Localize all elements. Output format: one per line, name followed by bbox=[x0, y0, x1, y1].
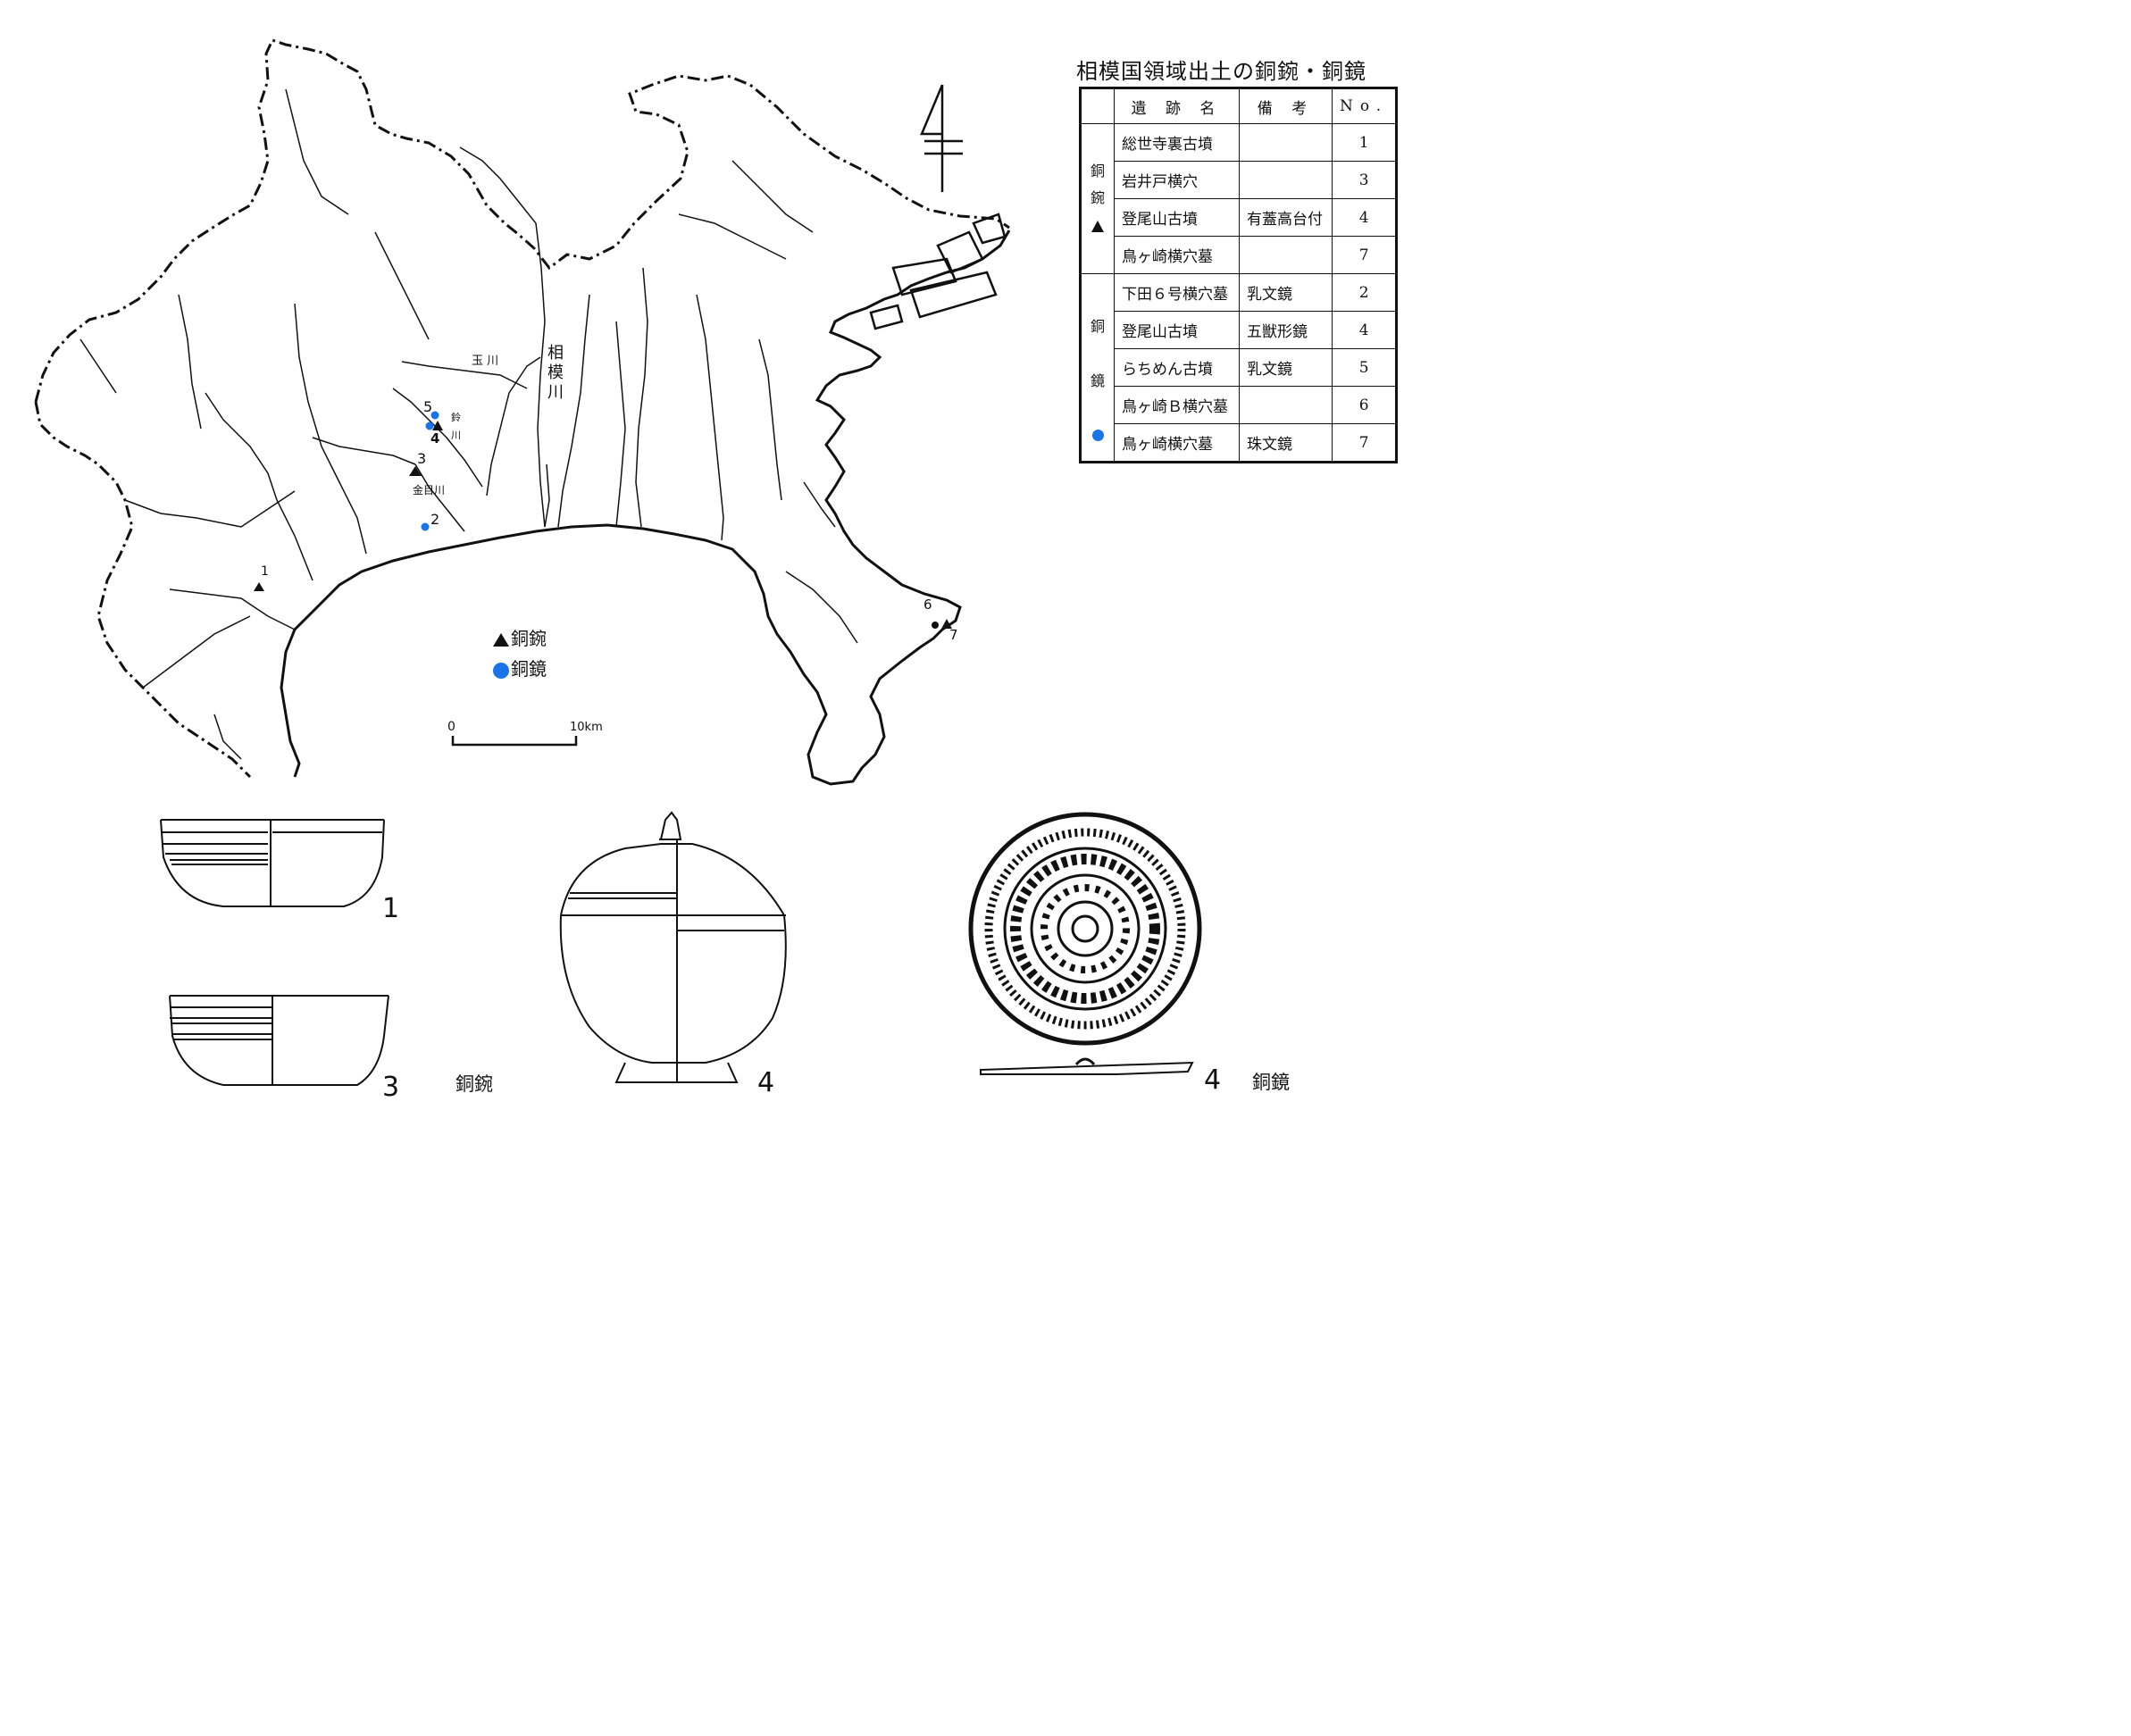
table-row: 鳥ヶ崎横穴墓 7 bbox=[1081, 236, 1398, 274]
table-row: らちめん古墳 乳文鏡 5 bbox=[1081, 348, 1398, 387]
dot-icon bbox=[493, 662, 509, 679]
site-name: 下田６号横穴墓 bbox=[1114, 273, 1240, 312]
site-no: 4 bbox=[1331, 311, 1398, 349]
table-row: 鳥ヶ崎横穴墓 珠文鏡 7 bbox=[1081, 423, 1398, 463]
site-note: 珠文鏡 bbox=[1239, 423, 1333, 463]
site-name: 鳥ヶ崎Ｂ横穴墓 bbox=[1114, 386, 1240, 424]
map-title: 相模国領域出土の銅鋺・銅鏡 bbox=[1076, 59, 1366, 84]
river-label-kaneme: 金目川 bbox=[413, 484, 446, 497]
site-markers bbox=[254, 411, 952, 629]
river-label-sagami: 相模川 bbox=[547, 344, 564, 402]
site-note: 乳文鏡 bbox=[1239, 273, 1333, 312]
site-no: 7 bbox=[1331, 236, 1398, 274]
site-note bbox=[1239, 386, 1333, 424]
site-name: 岩井戸横穴 bbox=[1114, 161, 1240, 199]
marker-bowl-4 bbox=[432, 421, 443, 430]
table-row: 登尾山古墳 有蓋高台付 4 bbox=[1081, 198, 1398, 237]
artifact-mirror-4 bbox=[968, 812, 1202, 1075]
site-note: 五獣形鏡 bbox=[1239, 311, 1333, 349]
site-name: 登尾山古墳 bbox=[1114, 311, 1240, 349]
table-row: 登尾山古墳 五獣形鏡 4 bbox=[1081, 311, 1398, 349]
table-row: 銅 鏡 下田６号横穴墓 乳文鏡 2 bbox=[1080, 273, 1398, 463]
artifact-bowl-3 bbox=[169, 995, 389, 1086]
scale-zero: 0 bbox=[447, 720, 455, 734]
site-no: 6 bbox=[1331, 386, 1398, 424]
header-note: 備 考 bbox=[1239, 88, 1333, 124]
site-no: 4 bbox=[1331, 198, 1398, 237]
site-no: 3 bbox=[1331, 161, 1398, 199]
triangle-icon bbox=[493, 633, 509, 647]
site-name: 鳥ヶ崎横穴墓 bbox=[1114, 236, 1240, 274]
caption-mirror: 銅鏡 bbox=[1252, 1072, 1290, 1093]
map-legend: 銅鋺 銅鏡 bbox=[493, 623, 547, 684]
site-name: 鳥ヶ崎横穴墓 bbox=[1114, 423, 1240, 463]
artifact-lidded-bowl-4 bbox=[559, 811, 787, 1083]
site-note: 乳文鏡 bbox=[1239, 348, 1333, 387]
river-label-suzu: 鈴 川 bbox=[451, 412, 461, 441]
province-boundary bbox=[34, 38, 1010, 403]
legend-bowl: 銅鋺 bbox=[493, 623, 547, 654]
river-network bbox=[79, 88, 858, 760]
table-header-row: 遺 跡 名 備 考 No. bbox=[1080, 88, 1398, 124]
site-note bbox=[1239, 123, 1333, 162]
map-label-3: 3 bbox=[417, 450, 427, 467]
header-blank bbox=[1080, 88, 1115, 124]
artifact-bowl-1 bbox=[160, 819, 385, 907]
site-no: 2 bbox=[1331, 273, 1398, 312]
map-label-2: 2 bbox=[430, 511, 440, 528]
site-note bbox=[1239, 161, 1333, 199]
marker-mirror-6 bbox=[932, 622, 939, 629]
site-no: 7 bbox=[1331, 423, 1398, 463]
sagami-map bbox=[34, 38, 1202, 1086]
marker-bowl-1 bbox=[254, 582, 264, 591]
marker-mirror-5 bbox=[430, 411, 439, 420]
site-table: 遺 跡 名 備 考 No. 銅 鋺 総世寺裏古墳 1 岩井戸横穴 3 登尾山古墳… bbox=[1079, 87, 1399, 463]
site-no: 5 bbox=[1331, 348, 1398, 387]
site-name: 総世寺裏古墳 bbox=[1114, 123, 1240, 162]
group-label-bowl: 銅 鋺 bbox=[1080, 123, 1115, 274]
marker-bowl-7 bbox=[941, 619, 952, 629]
site-note bbox=[1239, 236, 1333, 274]
scale-end: 10km bbox=[570, 721, 603, 734]
coastline bbox=[280, 230, 1011, 786]
site-no: 1 bbox=[1331, 123, 1398, 162]
marker-mirror-2 bbox=[421, 522, 430, 531]
scale-bar bbox=[451, 736, 578, 747]
header-no: No. bbox=[1331, 88, 1398, 124]
site-name: 登尾山古墳 bbox=[1114, 198, 1240, 237]
river-label-tama: 玉 川 bbox=[472, 355, 499, 368]
map-label-7: 7 bbox=[949, 627, 958, 643]
figure-number-1: 1 bbox=[382, 893, 400, 924]
caption-bowl: 銅鋺 bbox=[455, 1073, 493, 1095]
map-label-6: 6 bbox=[923, 597, 932, 613]
figure-number-3: 3 bbox=[382, 1072, 400, 1103]
legend-mirror: 銅鏡 bbox=[493, 654, 547, 684]
marker-mirror-4 bbox=[425, 421, 434, 430]
site-note: 有蓋高台付 bbox=[1239, 198, 1333, 237]
map-label-5: 5 bbox=[423, 398, 433, 415]
table-row: 鳥ヶ崎Ｂ横穴墓 6 bbox=[1081, 386, 1398, 424]
group-label-mirror: 銅 鏡 bbox=[1080, 273, 1115, 463]
landfill-blocks bbox=[869, 213, 1007, 330]
north-arrow bbox=[920, 84, 963, 192]
figure-number-4b: 4 bbox=[1204, 1064, 1222, 1096]
table-row: 岩井戸横穴 3 bbox=[1081, 161, 1398, 199]
site-name: らちめん古墳 bbox=[1114, 348, 1240, 387]
map-label-1: 1 bbox=[261, 564, 269, 579]
table-row: 銅 鋺 総世寺裏古墳 1 bbox=[1080, 123, 1398, 274]
marker-bowl-3 bbox=[409, 466, 422, 476]
triangle-icon bbox=[1091, 220, 1104, 232]
map-label-4: 4 bbox=[430, 430, 440, 447]
header-site: 遺 跡 名 bbox=[1114, 88, 1240, 124]
dot-icon bbox=[1091, 430, 1104, 442]
figure-number-4a: 4 bbox=[757, 1067, 775, 1098]
